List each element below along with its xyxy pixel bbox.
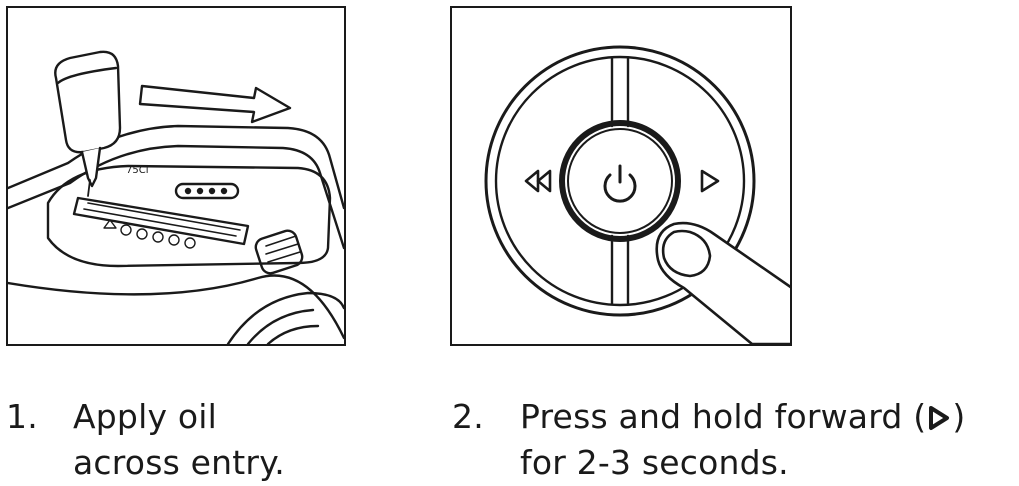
step-2-line-1-start: Press and hold forward ( xyxy=(520,397,927,436)
finger-icon xyxy=(655,221,790,344)
control-dial-panel xyxy=(450,6,792,346)
shredder-model-label: 75Ci xyxy=(126,165,149,176)
control-dial-press-forward-icon xyxy=(484,45,790,344)
step-2-number: 2. xyxy=(452,397,484,436)
step-1-number: 1. xyxy=(6,397,38,436)
step-2-text: Press and hold forward () for 2-3 second… xyxy=(520,394,965,486)
forward-icon xyxy=(700,169,720,193)
step-2-line-1: Press and hold forward () xyxy=(520,394,965,440)
step-1-text: Apply oil across entry. xyxy=(73,394,285,486)
step-1-line-2: across entry. xyxy=(73,443,285,482)
power-icon xyxy=(603,164,637,203)
step-2-line-1-end: ) xyxy=(952,397,966,436)
step-2-line-2: for 2-3 seconds. xyxy=(520,443,789,482)
oil-illustration-panel: 75Ci xyxy=(6,6,346,346)
forward-triangle-icon xyxy=(929,406,950,430)
step-1-line-1: Apply oil xyxy=(73,397,217,436)
rewind-icon xyxy=(524,169,552,193)
step-2-caption: 2. Press and hold forward () for 2-3 sec… xyxy=(452,394,1018,486)
step-1-caption: 1. Apply oil across entry. xyxy=(6,394,336,486)
oil-bottle-on-shredder-entry-icon: 75Ci xyxy=(8,50,344,344)
